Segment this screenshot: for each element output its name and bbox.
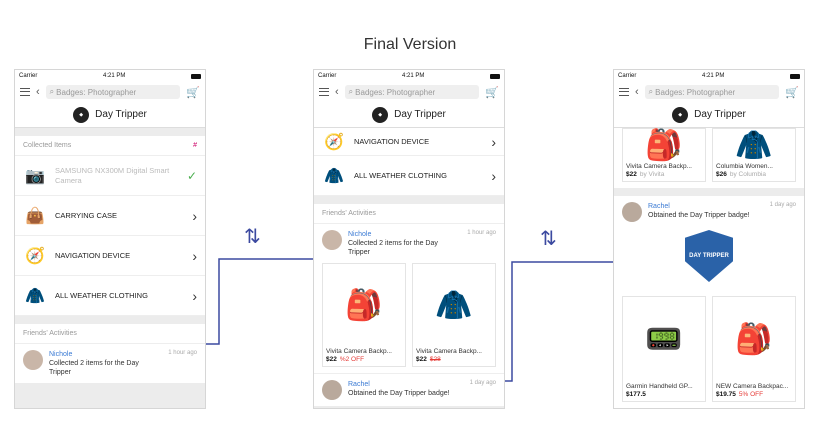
- friends-activities-card: Friends' Activities Nichole Collected 2 …: [15, 324, 205, 384]
- phone-screen-3: Carrier 4:21 PM ‹ ⌕Badges: Photographer …: [613, 69, 805, 409]
- gps-icon: 🧭: [25, 247, 45, 265]
- chevron-right-icon: ›: [192, 247, 197, 264]
- chevron-right-icon: ›: [491, 133, 496, 150]
- chevron-right-icon: ›: [491, 167, 496, 184]
- friends-activities-card: Friends' Activities Nichole Collected 2 …: [314, 204, 504, 407]
- backpack-icon: 🎒: [735, 322, 773, 356]
- battery-icon: [789, 73, 800, 79]
- activity-item[interactable]: Rachel Obtained the Day Tripper badge! 1…: [314, 373, 504, 406]
- brand-header: ◆ Day Tripper: [15, 102, 205, 128]
- jacket-icon: 🧥: [735, 128, 773, 162]
- product-list: 🎒 Vivita Camera Backp... $22%2 OFF 🧥 Viv…: [322, 263, 496, 368]
- list-item[interactable]: 🧥 ALL WEATHER CLOTHING ›: [314, 156, 504, 196]
- grid-icon: #: [193, 142, 197, 149]
- menu-icon[interactable]: [319, 88, 329, 96]
- activity-time: 1 hour ago: [168, 350, 197, 356]
- list-item[interactable]: 🧭 NAVIGATION DEVICE ›: [314, 128, 504, 156]
- product-list: 📟 Garmin Handheld GP... $177.5 🎒 NEW Cam…: [622, 296, 796, 402]
- top-bar: ‹ ⌕Badges: Photographer 🛒: [314, 82, 504, 102]
- back-icon[interactable]: ‹: [36, 85, 40, 98]
- cart-icon[interactable]: 🛒: [485, 86, 499, 99]
- avatar: [322, 380, 342, 401]
- phone-screen-2: Carrier 4:21 PM ‹ ⌕Badges: Photographer …: [313, 69, 505, 409]
- chevron-right-icon: ›: [192, 287, 197, 304]
- search-icon: ⌕: [648, 87, 654, 96]
- menu-icon[interactable]: [20, 88, 30, 96]
- section-header: Friends' Activities: [15, 324, 205, 344]
- phone-screen-1: Carrier 4:21 PM ‹ ⌕Badges: Photographer …: [14, 69, 206, 409]
- clock: 4:21 PM: [102, 73, 126, 79]
- status-bar: Carrier 4:21 PM: [314, 70, 504, 82]
- activity-item[interactable]: Nichole Collected 2 items for the Day Tr…: [15, 344, 205, 383]
- brand-title: Day Tripper: [95, 109, 147, 120]
- list-item[interactable]: 🧥 ALL WEATHER CLOTHING ›: [15, 276, 205, 316]
- product-card[interactable]: 📟 Garmin Handheld GP... $177.5: [622, 296, 706, 402]
- carrier-label: Carrier: [19, 73, 38, 79]
- chevron-right-icon: ›: [192, 207, 197, 224]
- activity-item[interactable]: Nichole Collected 2 items for the Day Tr…: [314, 224, 504, 373]
- product-card[interactable]: 🎒 Vivita Camera Backp... $22%2 OFF: [322, 263, 406, 368]
- menu-icon[interactable]: [619, 88, 629, 96]
- search-icon: ⌕: [348, 87, 354, 96]
- search-icon: ⌕: [49, 87, 55, 96]
- brand-header: ◆ Day Tripper: [614, 102, 804, 128]
- swipe-gesture-icon: ⇅: [540, 228, 557, 250]
- activity-user[interactable]: Nichole: [49, 351, 73, 358]
- top-bar: ‹ ⌕Badges: Photographer 🛒: [614, 82, 804, 102]
- backpack-icon: 🎒: [645, 128, 683, 162]
- list-item[interactable]: 📷 SAMSUNG NX300M Digital Smart Camera ✓: [15, 156, 205, 196]
- back-icon[interactable]: ‹: [335, 85, 339, 98]
- cart-icon[interactable]: 🛒: [785, 86, 799, 99]
- list-item[interactable]: 👜 CARRYING CASE ›: [15, 196, 205, 236]
- case-icon: 👜: [25, 207, 45, 225]
- search-input[interactable]: ⌕Badges: Photographer: [45, 85, 181, 99]
- badge-logo-icon: ◆: [372, 106, 389, 123]
- day-tripper-badge[interactable]: DAY TRIPPER: [622, 222, 796, 290]
- section-header: Collected Items #: [15, 136, 205, 156]
- swipe-gesture-icon: ⇅: [244, 226, 261, 248]
- badge-logo-icon: ◆: [672, 106, 689, 123]
- avatar: [622, 202, 642, 222]
- cart-icon[interactable]: 🛒: [186, 86, 200, 99]
- collected-items-card: 🧭 NAVIGATION DEVICE › 🧥 ALL WEATHER CLOT…: [314, 128, 504, 196]
- activity-item[interactable]: Rachel Obtained the Day Tripper badge! 1…: [614, 196, 804, 408]
- jacket-icon: 🧥: [435, 288, 473, 322]
- search-input[interactable]: ⌕Badges: Photographer: [344, 85, 480, 99]
- gps-device-icon: 📟: [645, 322, 683, 356]
- backpack-icon: 🎒: [345, 288, 383, 322]
- activity-text: Collected 2 items for the Day Tripper: [49, 360, 139, 377]
- list-item[interactable]: 🧭 NAVIGATION DEVICE ›: [15, 236, 205, 276]
- jacket-icon: 🧥: [324, 167, 344, 185]
- battery-icon: [190, 73, 201, 79]
- camera-icon: 📷: [25, 167, 45, 185]
- badge-logo-icon: ◆: [73, 106, 90, 123]
- product-card[interactable]: 🧥 Vivita Camera Backp... $22$28: [412, 263, 496, 368]
- page-title: Final Version: [363, 36, 457, 53]
- battery-icon: [489, 73, 500, 79]
- back-icon[interactable]: ‹: [635, 85, 639, 98]
- avatar: [322, 230, 342, 250]
- jacket-icon: 🧥: [25, 287, 45, 305]
- status-bar: Carrier 4:21 PM: [15, 70, 205, 82]
- collected-items-card: Collected Items # 📷 SAMSUNG NX300M Digit…: [15, 136, 205, 316]
- check-icon: ✓: [186, 168, 197, 183]
- section-header: Friends' Activities: [314, 204, 504, 224]
- search-input[interactable]: ⌕Badges: Photographer: [644, 85, 780, 99]
- friends-activities-card: Rachel Obtained the Day Tripper badge! 1…: [614, 196, 804, 408]
- top-bar: ‹ ⌕Badges: Photographer 🛒: [15, 82, 205, 102]
- brand-header: ◆ Day Tripper: [314, 102, 504, 128]
- avatar: [23, 350, 43, 370]
- binoculars-badge-icon: DAY TRIPPER: [685, 230, 733, 282]
- gps-icon: 🧭: [324, 133, 344, 151]
- status-bar: Carrier 4:21 PM: [614, 70, 804, 82]
